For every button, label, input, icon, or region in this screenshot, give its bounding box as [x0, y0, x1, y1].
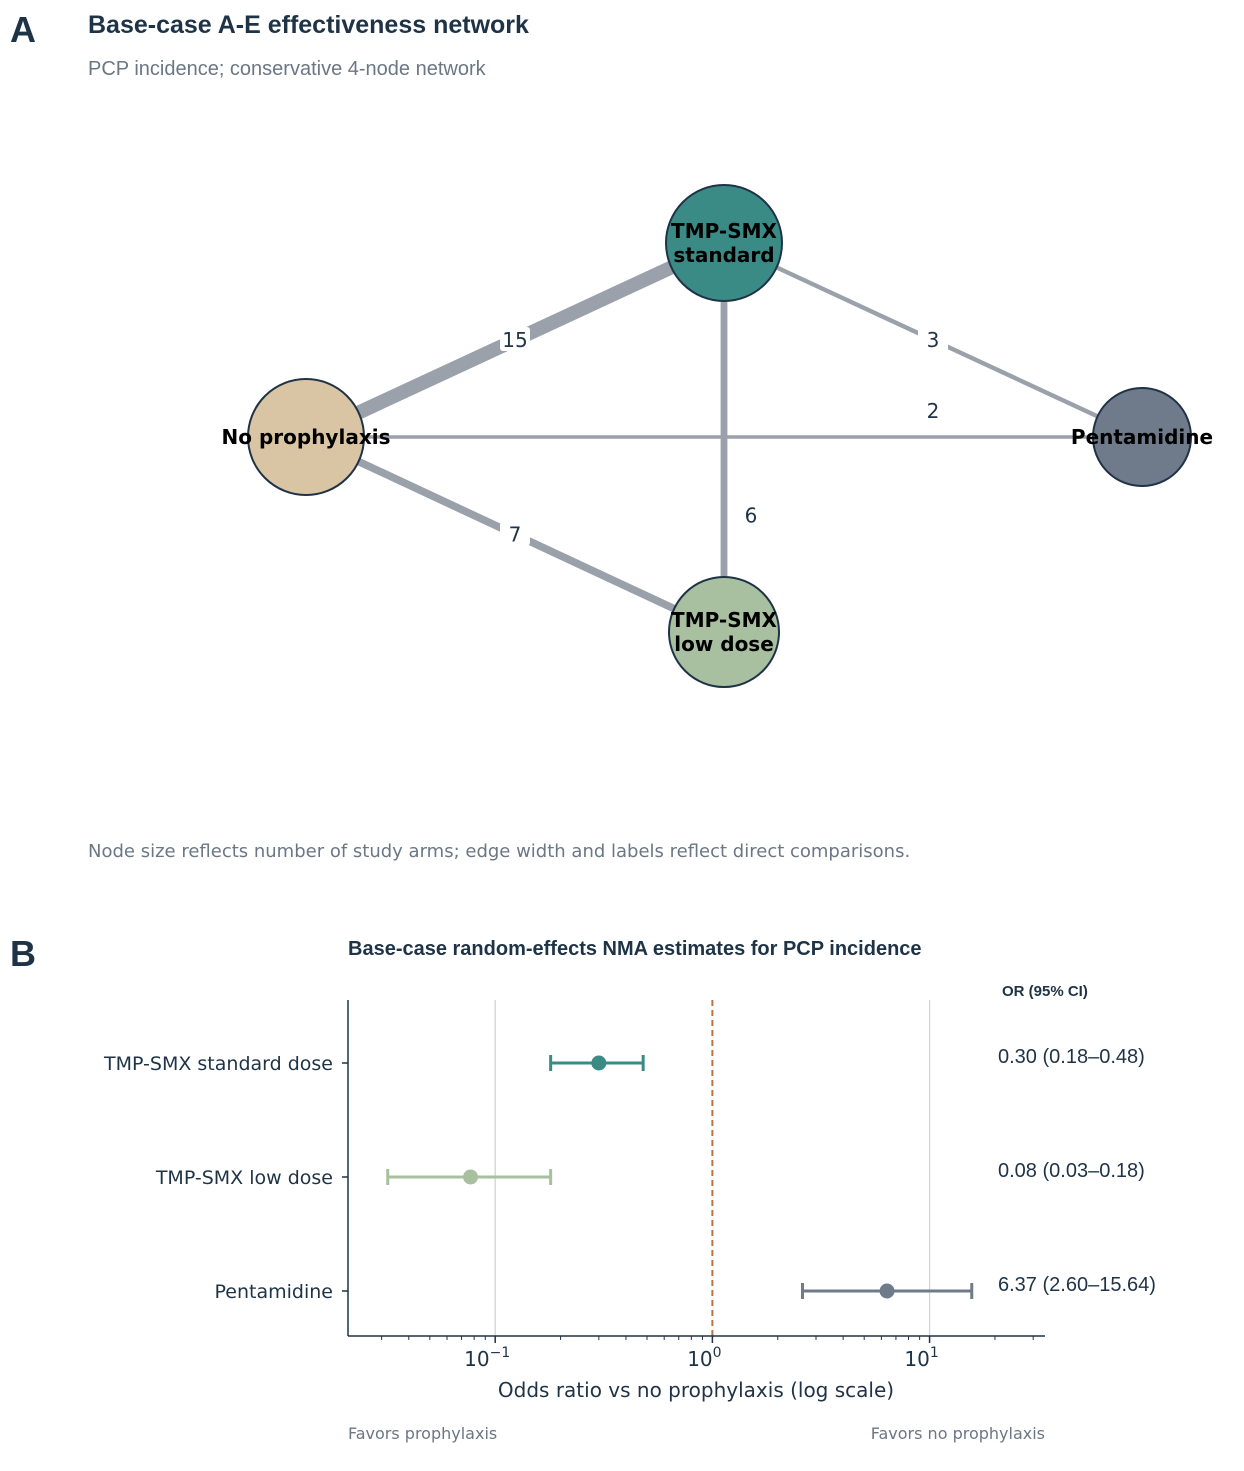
forest-row: TMP-SMX low dose 0.08 (0.03–0.18) [155, 1160, 1145, 1189]
edge-label-none-low: 7 [509, 523, 522, 547]
x-tick-label: 10−1 [464, 1345, 510, 1371]
x-tick-label: 100 [687, 1345, 721, 1371]
x-axis-label: Odds ratio vs no prophylaxis (log scale) [498, 1378, 894, 1402]
panel-a-title: Base-case A-E effectiveness network [88, 11, 529, 39]
or-ci-text: 6.37 (2.60–15.64) [998, 1274, 1156, 1296]
or-ci-text: 0.30 (0.18–0.48) [998, 1046, 1145, 1068]
edge-label-std-pent: 3 [927, 328, 940, 352]
forest-ticks: 10−1 100 101 [342, 1062, 1034, 1371]
forest-gridlines [494, 1000, 931, 1336]
node-label-pent: Pentamidine [1071, 425, 1213, 449]
or-ci-text: 0.08 (0.03–0.18) [998, 1160, 1145, 1182]
point-estimate [591, 1055, 607, 1071]
panel-a-note: Node size reflects number of study arms;… [88, 841, 910, 862]
node-label-std: TMP-SMX [671, 219, 777, 243]
node-label-low: low dose [674, 632, 774, 656]
edge-label-none-std: 15 [502, 328, 527, 352]
node-label-none: No prophylaxis [222, 425, 391, 449]
edge-label-bg [500, 521, 530, 546]
row-label: TMP-SMX standard dose [103, 1053, 333, 1075]
row-label: Pentamidine [215, 1281, 333, 1303]
node-label-low: TMP-SMX [671, 608, 777, 632]
panel-a-letter: A [10, 9, 36, 50]
network-edge-labels: 15 7 6 3 2 [500, 327, 948, 547]
favors-no-prophylaxis-label: Favors no prophylaxis [871, 1424, 1045, 1443]
edge-label-std-low: 6 [745, 503, 758, 527]
x-tick-label: 101 [904, 1345, 938, 1371]
node-none [247, 378, 365, 496]
node-low [668, 576, 780, 688]
node-pent [1092, 387, 1192, 487]
node-std [665, 184, 783, 302]
edge-label-none-pent: 2 [927, 399, 940, 423]
edge-label-bg [500, 327, 530, 351]
node-label-std: standard [673, 243, 774, 267]
network-nodes: No prophylaxisTMP-SMXstandardTMP-SMXlow … [222, 184, 1213, 688]
favors-prophylaxis-label: Favors prophylaxis [348, 1424, 497, 1443]
point-estimate [879, 1283, 895, 1299]
edge-label-bg [918, 327, 948, 351]
panel-a-subtitle: PCP incidence; conservative 4-node netwo… [88, 58, 487, 80]
forest-row: Pentamidine 6.37 (2.60–15.64) [215, 1274, 1156, 1303]
forest-row: TMP-SMX standard dose 0.30 (0.18–0.48) [103, 1046, 1145, 1075]
forest-axes [347, 1000, 1045, 1337]
panel-b-title: Base-case random-effects NMA estimates f… [348, 938, 922, 960]
point-estimate [463, 1169, 479, 1185]
row-label: TMP-SMX low dose [155, 1167, 333, 1189]
panel-b-letter: B [10, 933, 36, 974]
or-column-header: OR (95% CI) [1002, 983, 1088, 1000]
